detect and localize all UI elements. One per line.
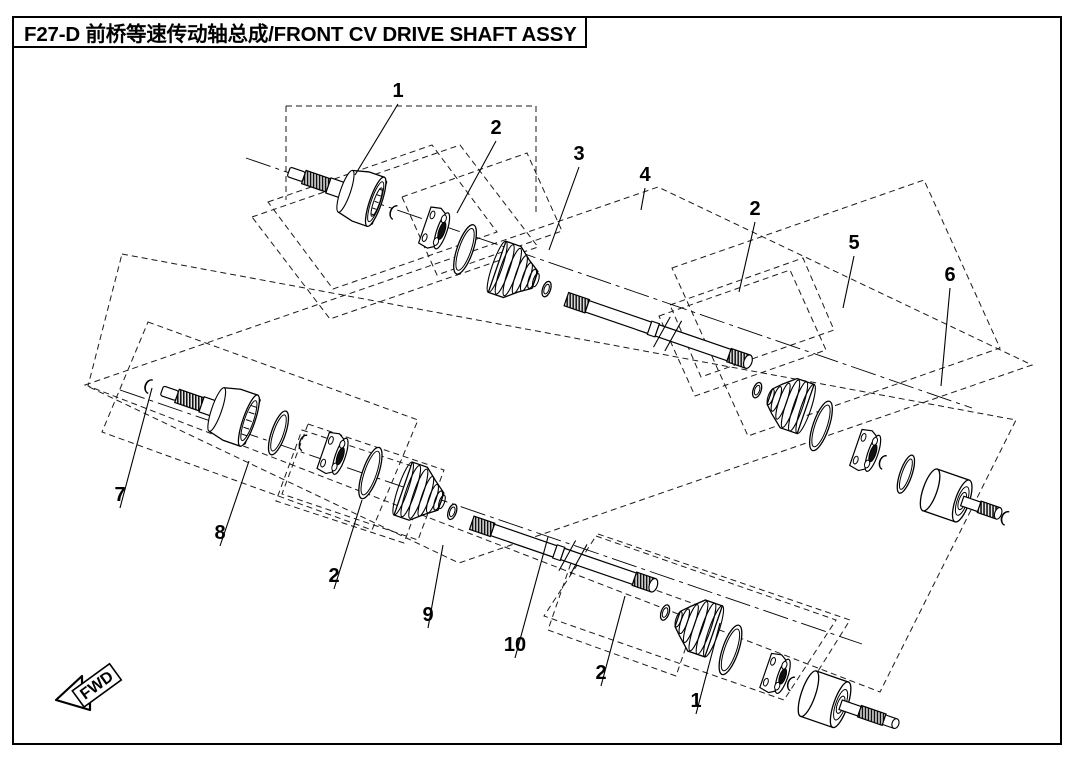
callout-leader-4 xyxy=(640,187,646,211)
callout-leader-7 xyxy=(119,387,153,509)
boot-clamp-ring-large-inner xyxy=(808,400,833,452)
callout-number-5: 5 xyxy=(848,232,860,254)
callout-leader-1 xyxy=(695,622,721,715)
stub-shaft-lower-right xyxy=(838,699,900,730)
rubber-boot-inner xyxy=(766,377,816,435)
callout-number-2: 2 xyxy=(595,662,607,684)
callout-leader-1 xyxy=(354,103,399,176)
tripod-left-joint xyxy=(316,431,349,475)
drive-shaft-bar xyxy=(563,291,753,369)
inner-joint-stub-shaft xyxy=(959,495,1003,520)
callout-leader-10 xyxy=(514,536,549,659)
group-box-8 xyxy=(101,321,419,531)
group-box-assembly-4 xyxy=(83,186,1034,564)
callout-number-2: 2 xyxy=(749,198,761,220)
callout-number-2: 2 xyxy=(490,117,502,139)
group-box-4 xyxy=(100,0,1033,391)
callout-leader-2 xyxy=(333,499,363,590)
circlip-end-lower xyxy=(144,379,154,394)
circlip-end-upper xyxy=(1000,511,1010,526)
tripod-inner-joint xyxy=(848,428,882,472)
page-title: F27-D 前桥等速传动轴总成/FRONT CV DRIVE SHAFT ASS… xyxy=(24,23,577,46)
outer-cv-joint-stub-shaft xyxy=(287,166,351,201)
boot-clamp-small-right xyxy=(751,381,763,399)
rubber-boot-left xyxy=(392,461,446,521)
callout-leader-6 xyxy=(940,287,951,387)
boot-clamp-ring-large-left xyxy=(358,446,383,500)
group-box-2-lower-left xyxy=(275,429,431,544)
group-box-2-lower-left-inner xyxy=(281,423,445,541)
grouping-boxes xyxy=(83,0,1034,701)
boot-clamp-ring-left xyxy=(267,410,290,456)
callout-number-1: 1 xyxy=(392,80,404,102)
group-box-2-lower-right xyxy=(547,559,701,677)
rubber-boot xyxy=(486,240,540,299)
rubber-boot-lower-right xyxy=(674,599,725,658)
callout-leader-2 xyxy=(456,140,497,214)
callout-leader-2 xyxy=(738,221,756,293)
grouping-box-extras xyxy=(285,105,851,701)
callout-number-9: 9 xyxy=(422,604,434,626)
group-box-1-upper xyxy=(251,144,539,320)
boot-clamp-small xyxy=(541,280,552,298)
outer-cv-joint-housing-left xyxy=(207,387,261,447)
retaining-ring xyxy=(896,454,916,494)
group-box-1-upper-inner xyxy=(267,144,498,290)
outer-cv-joint-housing-lower-right xyxy=(797,670,852,729)
group-box-5 xyxy=(671,179,1001,437)
boot-clamp-ring-lower-right xyxy=(718,624,743,676)
boot-clamp-small-right-lower xyxy=(659,604,671,621)
group-box-2-upper-right-inner xyxy=(669,257,835,378)
assembly-right-drive-shaft xyxy=(287,166,1010,526)
fwd-direction-badge: FWD xyxy=(52,660,136,718)
callout-leader-8 xyxy=(219,460,250,547)
callout-leader-5 xyxy=(842,255,855,309)
diagram-title-box: F27-D 前桥等速传动轴总成/FRONT CV DRIVE SHAFT ASS… xyxy=(12,16,587,48)
callout-number-10: 10 xyxy=(503,634,527,656)
group-box-4-outer xyxy=(286,105,537,214)
circlip-outer-joint xyxy=(389,205,398,220)
fwd-label-plate xyxy=(71,662,123,709)
callout-number-6: 6 xyxy=(944,264,956,286)
tripod-lower-right xyxy=(759,652,791,695)
group-box-1-lower xyxy=(543,535,837,701)
callout-leader-9 xyxy=(427,544,444,629)
callout-number-7: 7 xyxy=(114,484,126,506)
drive-shaft-bar-left xyxy=(468,515,659,593)
callout-number-3: 3 xyxy=(573,143,585,165)
group-box-2-upper-right xyxy=(658,269,827,397)
callout-number-1: 1 xyxy=(690,690,702,712)
callout-number-8: 8 xyxy=(214,522,226,544)
callout-leader-lines xyxy=(119,103,951,715)
circlip-lower-right xyxy=(786,676,796,692)
outer-cv-joint-housing xyxy=(336,169,388,228)
boot-clamp-ring-large xyxy=(453,224,478,275)
callout-number-2: 2 xyxy=(328,565,340,587)
inner-joint-housing xyxy=(919,468,973,523)
circlip-inner-joint xyxy=(878,455,887,470)
assembly-left-drive-shaft xyxy=(144,379,900,730)
group-box-2-upper-left xyxy=(401,152,563,276)
boot-clamp-small-left xyxy=(447,503,458,521)
callout-number-4: 4 xyxy=(639,164,651,186)
group-box-9 xyxy=(87,253,1017,693)
tripod-inner-race xyxy=(417,206,451,250)
callout-leader-2 xyxy=(600,595,626,687)
callout-leader-3 xyxy=(548,166,580,251)
